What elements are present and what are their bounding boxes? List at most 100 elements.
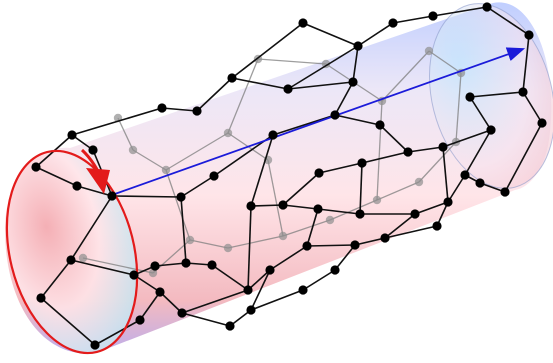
lattice-back-edge (282, 219, 331, 237)
lattice-back-atom (278, 231, 288, 241)
lattice-front-atom (129, 270, 139, 280)
lattice-back-atom (424, 46, 434, 56)
lattice-back-atom (148, 268, 158, 278)
lattice-front-edge (504, 122, 543, 193)
lattice-front-edge (486, 6, 530, 36)
tube-left-ring (5, 149, 139, 355)
lattice-front-edge (250, 289, 304, 311)
lattice-front-edge (522, 91, 543, 124)
lattice-front-edge (247, 269, 271, 291)
lattice-front-atom (36, 293, 46, 303)
lattice-front-edge (357, 22, 394, 47)
lattice-front-atom (355, 209, 365, 219)
lattice-front-atom (348, 77, 358, 87)
lattice-front-edge (180, 175, 215, 198)
lattice-back-edge (329, 199, 378, 221)
lattice-front-atom (403, 147, 413, 157)
lattice-back-atom (223, 128, 233, 138)
lattice-front-atom (155, 287, 165, 297)
circumference-arrow-head (86, 168, 110, 194)
lattice-front-atom (177, 308, 187, 318)
lattice-front-atom (31, 162, 41, 172)
lattice-front-edge (352, 45, 359, 83)
lattice-front-atom (475, 178, 485, 188)
lattice-front-edge (196, 77, 233, 112)
lattice-front-nodes (31, 2, 547, 350)
lattice-front-atom (460, 170, 470, 180)
lattice-front-atom (330, 110, 340, 120)
lattice-back-atom (128, 145, 138, 155)
lattice-front-atom (176, 192, 186, 202)
lattice-front-edge (70, 259, 135, 276)
lattice-back-edge (428, 50, 462, 74)
lattice-front-edge (282, 172, 320, 206)
lattice-back-atom (78, 253, 88, 263)
lattice-front-edge (76, 185, 113, 197)
lattice-front-atom (209, 171, 219, 181)
lattice-back-atom (185, 235, 195, 245)
lattice-back-edge (227, 58, 259, 134)
lattice-front-edge (247, 205, 252, 291)
lattice-back-edge (132, 149, 167, 171)
lattice-front-atom (410, 209, 420, 219)
lattice-front-atom (268, 130, 278, 140)
lattice-front-edge (442, 129, 492, 148)
axis-vector-arrow (111, 47, 526, 196)
lattice-front-atom (135, 315, 145, 325)
lattice-front-atom (278, 200, 288, 210)
tube-left-ring-fill (6, 150, 138, 354)
lattice-front-edge (334, 114, 381, 126)
lattice-front-atom (465, 92, 475, 102)
lattice-front-atom (67, 130, 77, 140)
lattice-front-edge (111, 195, 182, 198)
lattice-front-edge (414, 201, 449, 215)
lattice-front-edge (522, 34, 530, 93)
lattice-front-atom (537, 118, 547, 128)
lattice-back-edge (376, 100, 383, 201)
lattice-front-atom (486, 125, 496, 135)
lattice-back-edge (381, 50, 430, 102)
lattice-front-edge (40, 297, 96, 346)
lattice-front-edge (384, 225, 438, 239)
lattice-front-atom (298, 18, 308, 28)
lattice-front-edge (306, 244, 356, 247)
lattice-front-edge (70, 195, 113, 261)
lattice-front-atom (353, 41, 363, 51)
lattice-front-atom (72, 181, 82, 191)
lattice-front-atom (90, 340, 100, 350)
lattice-front-atom (298, 285, 308, 295)
lattice-front-atom (150, 261, 160, 271)
lattice-front-atom (314, 168, 324, 178)
lattice-front-edge (469, 96, 492, 131)
lattice-front-atom (438, 142, 448, 152)
lattice-front-edge (139, 291, 161, 321)
tube-surface (5, 2, 552, 354)
lattice-front-edge (159, 291, 183, 314)
lattice-front-edge (379, 124, 409, 153)
lattice-front-atom (357, 158, 367, 168)
lattice-front-atom (432, 221, 442, 231)
lattice-back-edge (376, 181, 420, 201)
lattice-front-atom (388, 18, 398, 28)
lattice-front-edge (302, 269, 336, 291)
lattice-front-edge (317, 208, 361, 215)
lattice-front-atom (524, 30, 534, 40)
lattice-front-edge (361, 151, 409, 164)
lattice-front-edge (384, 213, 416, 239)
lattice-front-atom (443, 197, 453, 207)
lattice-front-atom (246, 201, 256, 211)
lattice-front-atom (246, 305, 256, 315)
lattice-front-edge (287, 45, 359, 90)
lattice-front-edge (211, 264, 249, 291)
lattice-back-edge (227, 235, 284, 249)
lattice-front-atom (350, 240, 360, 250)
lattice-back-atom (414, 177, 424, 187)
lattice-front-edge (40, 259, 72, 299)
lattice-front-edge (354, 237, 386, 246)
lattice-front-edge (250, 204, 284, 207)
lattice-front-edge (447, 174, 466, 203)
lattice-front-edge (35, 166, 78, 187)
lattice-front-edge (180, 196, 187, 264)
lattice-front-atom (157, 103, 167, 113)
